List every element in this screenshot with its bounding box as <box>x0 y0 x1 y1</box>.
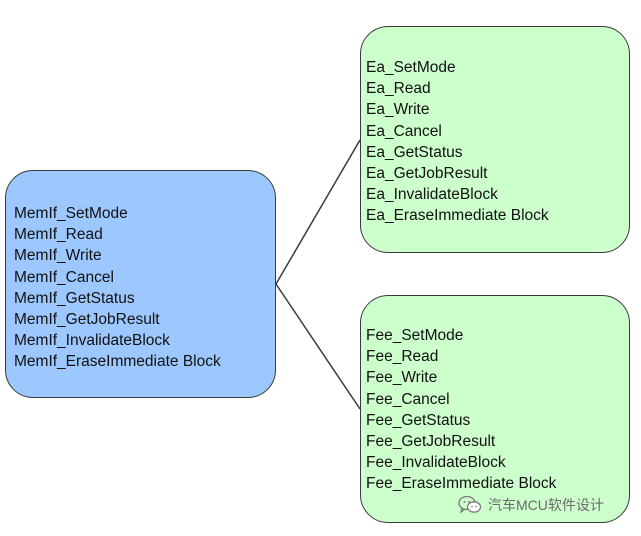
watermark: 汽车MCU软件设计 <box>458 495 604 515</box>
fee-api-item: Fee_Cancel <box>366 390 450 408</box>
memif-api-item: MemIf_SetMode <box>14 205 128 222</box>
fee-api-item: Fee_GetJobResult <box>366 433 496 451</box>
ea-api-list: Ea_SetMode Ea_Read Ea_Write Ea_Cancel Ea… <box>366 57 549 227</box>
fee-api-item: Fee_Write <box>366 369 438 387</box>
memif-api-item: MemIf_GetJobResult <box>14 311 160 329</box>
ea-api-item: Ea_Write <box>366 101 430 119</box>
fee-api-item: Fee_GetStatus <box>366 411 471 429</box>
ea-api-box: Ea_SetMode Ea_Read Ea_Write Ea_Cancel Ea… <box>360 26 630 253</box>
fee-api-item: Fee_InvalidateBlock <box>366 454 506 472</box>
ea-api-item: Ea_Cancel <box>366 122 442 140</box>
fee-api-item: Fee_Read <box>366 348 439 366</box>
memif-api-item: MemIf_InvalidateBlock <box>14 332 170 350</box>
memif-api-item: MemIf_GetStatus <box>14 289 135 307</box>
connector-memif-to-ea <box>275 139 361 285</box>
ea-api-item: Ea_GetStatus <box>366 143 463 161</box>
memif-api-item: MemIf_Cancel <box>14 268 114 286</box>
fee-api-box: Fee_SetMode Fee_Read Fee_Write Fee_Cance… <box>360 295 630 523</box>
fee-api-list: Fee_SetMode Fee_Read Fee_Write Fee_Cance… <box>366 325 556 495</box>
fee-api-item: Fee_EraseImmediate Block <box>366 475 557 493</box>
ea-api-item: Ea_InvalidateBlock <box>366 186 498 204</box>
connector-memif-to-fee <box>275 283 361 410</box>
ea-api-item: Ea_Read <box>366 80 431 98</box>
fee-api-item: Fee_SetMode <box>366 327 464 344</box>
wechat-icon <box>458 495 482 514</box>
memif-api-box: MemIf_SetMode MemIf_Read MemIf_Write Mem… <box>5 170 276 398</box>
memif-api-item: MemIf_EraseImmediate Block <box>14 353 221 371</box>
ea-api-item: Ea_SetMode <box>366 59 456 76</box>
memif-api-item: MemIf_Write <box>14 247 102 265</box>
ea-api-item: Ea_EraseImmediate Block <box>366 207 549 225</box>
memif-api-list: MemIf_SetMode MemIf_Read MemIf_Write Mem… <box>14 203 221 373</box>
memif-api-item: MemIf_Read <box>14 226 103 244</box>
watermark-text: 汽车MCU软件设计 <box>488 497 604 513</box>
ea-api-item: Ea_GetJobResult <box>366 165 488 183</box>
